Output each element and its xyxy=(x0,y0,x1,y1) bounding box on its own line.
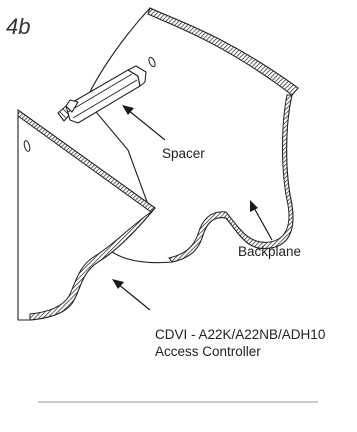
backplane-callout-arrow xyxy=(250,200,273,241)
access-controller xyxy=(17,109,156,321)
controller-side-edge xyxy=(29,207,156,321)
spacer-end-detail xyxy=(65,99,79,113)
backplane-edge xyxy=(168,94,294,263)
spacer-end-face xyxy=(127,65,147,87)
spacer-callout-arrow xyxy=(122,105,166,141)
controller-callout-arrow xyxy=(112,279,151,311)
controller-mounting-hole xyxy=(23,140,31,152)
backplane-label: Backplane xyxy=(238,244,301,259)
controller-label-line1: CDVI - A22K/A22NB/ADH10 xyxy=(155,327,325,342)
spacer xyxy=(57,65,147,124)
controller-label-line2: Access Controller xyxy=(155,344,261,359)
backplane-mounting-hole xyxy=(148,56,156,68)
backplane-top-edge xyxy=(147,7,299,96)
figure-id: 4b xyxy=(6,14,30,39)
spacer-label: Spacer xyxy=(162,146,205,161)
